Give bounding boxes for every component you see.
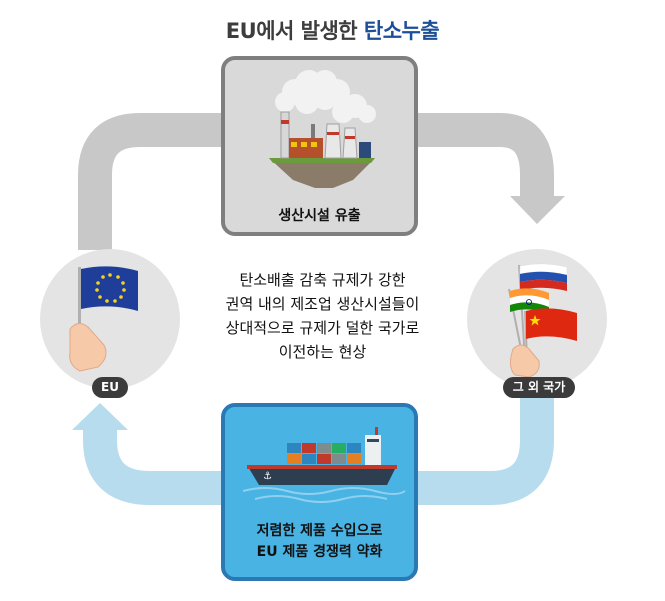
description-line-3: 상대적으로 규제가 덜한 국가로 bbox=[225, 319, 420, 337]
cheap-imports-line2: EU 제품 경쟁력 약화 bbox=[256, 544, 383, 560]
bottom-flow-arrow bbox=[83, 390, 554, 505]
cheap-imports-label: 저렴한 제품 수입으로 EU 제품 경쟁력 약화 bbox=[225, 521, 414, 563]
description-line-1: 탄소배출 감축 규제가 강한 bbox=[239, 271, 406, 289]
title-accent: 탄소누출 bbox=[363, 19, 440, 43]
production-outflow-label: 생산시설 유출 bbox=[278, 208, 361, 224]
factory-island-icon bbox=[269, 70, 376, 188]
carbon-leakage-description: 탄소배출 감축 규제가 강한 권역 내의 제조업 생산시설들이 상대적으로 규제… bbox=[180, 268, 465, 364]
top-flow-arrow bbox=[78, 113, 554, 250]
top-arrow-head bbox=[510, 196, 565, 224]
eu-label: EU bbox=[92, 377, 128, 398]
other-countries-label: 그 외 국가 bbox=[503, 377, 575, 398]
bottom-arrow-head bbox=[72, 403, 128, 430]
country-flags-hand-icon bbox=[508, 263, 577, 378]
eu-flag-hand-icon bbox=[69, 266, 138, 372]
production-outflow-box: 생산시설 유출 bbox=[221, 56, 418, 236]
description-line-4: 이전하는 현상 bbox=[278, 343, 367, 361]
cheap-imports-line1: 저렴한 제품 수입으로 bbox=[256, 523, 383, 539]
description-line-2: 권역 내의 제조업 생산시설들이 bbox=[225, 295, 420, 313]
title-prefix: EU에서 발생한 bbox=[225, 19, 364, 43]
cheap-imports-box: ⚓ 저렴한 제품 수입으로 EU 제품 경쟁력 약화 bbox=[221, 403, 418, 581]
cargo-ship-icon: ⚓ bbox=[242, 427, 406, 503]
svg-text:⚓: ⚓ bbox=[263, 471, 272, 482]
eu-node: EU bbox=[40, 249, 180, 398]
diagram-title: EU에서 발생한 탄소누출 bbox=[0, 15, 665, 45]
other-countries-node: 그 외 국가 bbox=[467, 249, 607, 398]
